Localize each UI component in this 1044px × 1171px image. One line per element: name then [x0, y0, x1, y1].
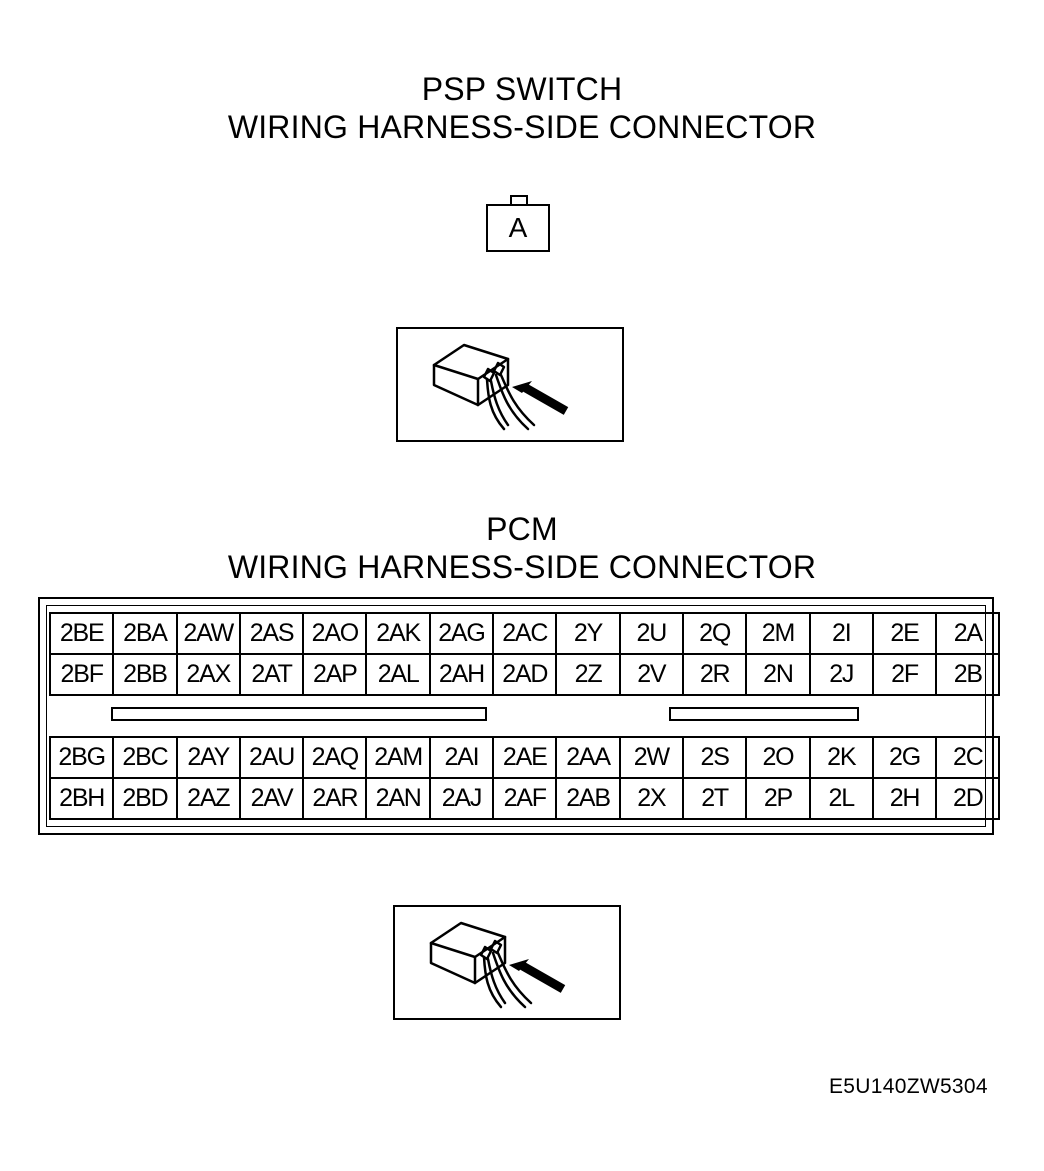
pin-cell: 2B	[935, 653, 1001, 696]
pcm-key-slot-right	[669, 707, 859, 721]
pin-cell: 2U	[618, 612, 684, 655]
pin-cell: 2AF	[492, 777, 558, 820]
pin-cell: 2N	[745, 653, 811, 696]
pin-cell: 2F	[871, 653, 938, 696]
pin-cell: 2AN	[365, 777, 431, 820]
pin-cell: 2AV	[238, 777, 305, 820]
pin-cell: 2C	[935, 736, 1001, 779]
pin-cell: 2O	[745, 736, 811, 779]
pin-cell: 2S	[681, 736, 748, 779]
pin-cell: 2BA	[112, 612, 178, 655]
pin-cell: 2BH	[48, 777, 115, 820]
pin-cell: 2I	[808, 612, 874, 655]
pin-cell: 2AZ	[175, 777, 241, 820]
pin-cell: 2V	[618, 653, 684, 696]
psp-connector-view-direction	[396, 327, 624, 442]
psp-switch-title: PSP SWITCH WIRING HARNESS-SIDE CONNECTOR	[0, 70, 1044, 146]
pin-cell: 2K	[808, 736, 874, 779]
pin-cell: 2AD	[492, 653, 558, 696]
pin-cell: 2AQ	[302, 736, 368, 779]
pin-cell: 2AH	[428, 653, 495, 696]
pin-cell: 2Q	[681, 612, 748, 655]
pin-cell: 2AT	[238, 653, 305, 696]
pcm-title-line2: WIRING HARNESS-SIDE CONNECTOR	[227, 549, 817, 585]
pin-cell: 2AM	[365, 736, 431, 779]
pin-cell: 2J	[808, 653, 874, 696]
pcm-connector-inner-frame	[46, 605, 986, 827]
pcm-title: PCM WIRING HARNESS-SIDE CONNECTOR	[0, 510, 1044, 586]
pcm-title-line1: PCM	[486, 511, 558, 547]
pin-cell: 2AA	[555, 736, 621, 779]
pin-cell: 2P	[745, 777, 811, 820]
pin-cell: 2T	[681, 777, 748, 820]
pin-cell: 2AL	[365, 653, 431, 696]
pin-cell: 2AI	[428, 736, 495, 779]
pin-cell: 2G	[871, 736, 938, 779]
pin-cell: 2BF	[48, 653, 115, 696]
pin-cell: 2X	[618, 777, 684, 820]
pin-cell: 2H	[871, 777, 938, 820]
pin-cell: 2L	[808, 777, 874, 820]
pin-cell: 2AX	[175, 653, 241, 696]
figure-code: E5U140ZW5304	[829, 1075, 988, 1098]
pin-cell: 2AP	[302, 653, 368, 696]
pin-cell: 2BG	[48, 736, 115, 779]
pin-cell: 2R	[681, 653, 748, 696]
pin-cell: 2AJ	[428, 777, 495, 820]
connector-view-icon	[429, 921, 566, 1009]
pin-cell: 2D	[935, 777, 1001, 820]
psp-switch-title-line2: WIRING HARNESS-SIDE CONNECTOR	[227, 109, 817, 145]
psp-connector-latch	[510, 195, 528, 204]
pin-cell: 2M	[745, 612, 811, 655]
pin-cell: 2AK	[365, 612, 431, 655]
pin-cell: 2AW	[175, 612, 241, 655]
psp-connector-terminal: A	[486, 204, 550, 252]
pin-cell: 2A	[935, 612, 1001, 655]
pin-cell: 2BE	[48, 612, 115, 655]
pcm-connector-housing	[38, 597, 994, 835]
pin-cell: 2AB	[555, 777, 621, 820]
pcm-connector-view-direction	[393, 905, 621, 1020]
pin-cell: 2AU	[238, 736, 305, 779]
pin-cell: 2Y	[555, 612, 621, 655]
pin-cell: 2AE	[492, 736, 558, 779]
connector-view-icon	[432, 343, 569, 431]
pin-cell: 2BB	[112, 653, 178, 696]
pin-cell: 2Z	[555, 653, 621, 696]
pin-cell: 2AR	[302, 777, 368, 820]
pin-cell: 2W	[618, 736, 684, 779]
pin-cell: 2AY	[175, 736, 241, 779]
psp-switch-title-line1: PSP SWITCH	[421, 71, 623, 107]
pin-cell: 2AG	[428, 612, 495, 655]
pin-cell: 2AO	[302, 612, 368, 655]
pcm-key-slot-left	[111, 707, 487, 721]
pin-cell: 2E	[871, 612, 938, 655]
pin-cell: 2BD	[112, 777, 178, 820]
pin-cell: 2AC	[492, 612, 558, 655]
pin-cell: 2BC	[112, 736, 178, 779]
pin-cell: 2AS	[238, 612, 305, 655]
